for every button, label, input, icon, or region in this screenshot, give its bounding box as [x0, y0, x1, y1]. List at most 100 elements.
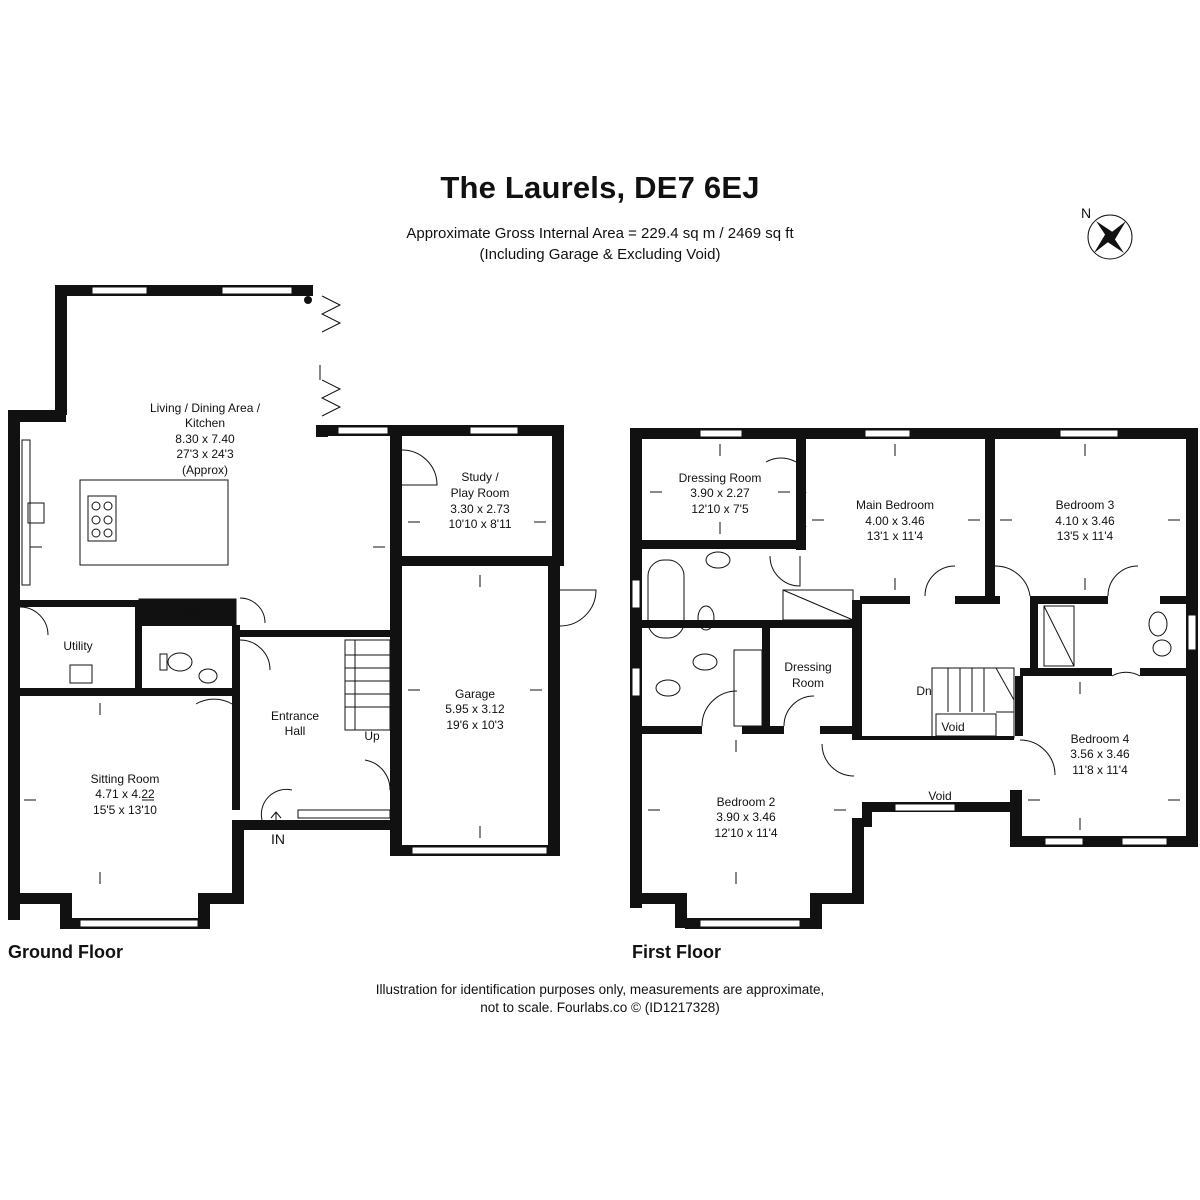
wall: [316, 425, 328, 437]
ground-floor-plan: Living / Dining Area / Kitchen 8.30 x 7.…: [8, 285, 597, 929]
gross-area-text: Approximate Gross Internal Area = 229.4 …: [406, 225, 794, 242]
bedroom3-imperial: 13'5 x 11'4: [1057, 529, 1114, 543]
post: [304, 296, 312, 304]
window: [469, 426, 519, 435]
door-swing: [19, 606, 49, 636]
wall: [1160, 596, 1196, 604]
area-note-text: (Including Garage & Excluding Void): [479, 246, 721, 263]
wall: [198, 893, 243, 904]
wall: [8, 410, 66, 422]
living-note: (Approx): [182, 463, 228, 477]
entrance-name-line2: Hall: [285, 724, 306, 738]
garage-name: Garage: [455, 687, 495, 701]
basin-icon: [705, 551, 731, 569]
wall: [1015, 676, 1023, 736]
door-swing: [783, 695, 815, 727]
ground-floor-label: Ground Floor: [8, 942, 123, 962]
bifold-door: [320, 295, 342, 333]
bedroom3-metric: 4.10 x 3.46: [1055, 514, 1115, 528]
pantry-shelf: [150, 600, 179, 613]
door-swing: [1107, 565, 1139, 597]
sitting-metric: 4.71 x 4.22: [95, 787, 155, 801]
door-swing: [924, 565, 956, 597]
window: [699, 919, 801, 928]
wall: [8, 893, 70, 904]
window: [79, 919, 199, 928]
toilet-icon: [655, 679, 681, 697]
wall: [642, 620, 766, 628]
door-swing: [260, 788, 293, 821]
dressing2-name-line1: Dressing: [784, 660, 831, 674]
wall: [860, 596, 910, 604]
wall: [630, 428, 1198, 439]
wall: [548, 556, 560, 856]
dressing2-name-line2: Room: [792, 676, 824, 690]
wall: [852, 600, 862, 740]
wall: [232, 625, 240, 810]
stairs-up-label: Up: [364, 729, 380, 743]
stair-void-label: Void: [941, 720, 964, 734]
living-imperial: 27'3 x 24'3: [176, 447, 234, 461]
wall: [8, 600, 20, 700]
living-name-line2: Kitchen: [185, 416, 225, 430]
living-metric: 8.30 x 7.40: [175, 432, 235, 446]
disclaimer-line2: not to scale. Fourlabs.co © (ID1217328): [480, 1000, 720, 1015]
wall: [552, 425, 564, 565]
disclaimer-line1: Illustration for identification purposes…: [375, 982, 825, 997]
bedroom2-imperial: 12'10 x 11'4: [714, 826, 777, 840]
dressing1-imperial: 12'10 x 7'5: [691, 502, 749, 516]
dressing1-name: Dressing Room: [679, 471, 762, 485]
pantry-label: Pantry: [174, 605, 209, 619]
window: [1187, 614, 1197, 651]
bifold-door: [320, 379, 342, 417]
first-floor-label: First Floor: [632, 942, 721, 962]
window: [699, 429, 743, 438]
study-metric: 3.30 x 2.73: [450, 502, 510, 516]
kitchen-island: [79, 479, 229, 566]
wall: [55, 285, 67, 415]
compass-rose-icon: N: [1081, 205, 1133, 260]
study-name-line1: Study /: [461, 470, 499, 484]
wall: [820, 893, 864, 904]
window: [221, 286, 293, 295]
entry-label: IN: [271, 831, 285, 847]
wall: [1030, 596, 1038, 676]
wall: [1030, 596, 1108, 604]
main-bedroom-name: Main Bedroom: [856, 498, 934, 512]
shower-icon: [782, 589, 854, 621]
staircase-icon: [931, 667, 1015, 739]
bedroom4-imperial: 11'8 x 11'4: [1072, 763, 1128, 777]
wall: [232, 820, 392, 830]
compass-north-label: N: [1081, 205, 1091, 221]
door-swing: [401, 449, 438, 486]
wall: [8, 410, 20, 600]
main-bedroom-imperial: 13'1 x 11'4: [867, 529, 924, 543]
window: [631, 579, 641, 609]
garage-metric: 5.95 x 3.12: [445, 702, 505, 716]
window: [1044, 837, 1084, 846]
wall: [796, 428, 806, 550]
window: [1121, 837, 1168, 846]
living-name-line1: Living / Dining Area /: [150, 401, 261, 415]
study-name-line2: Play Room: [451, 486, 510, 500]
utility-label: Utility: [63, 639, 92, 653]
door-swing: [1111, 671, 1141, 677]
window: [297, 809, 391, 819]
wall: [316, 425, 564, 436]
stairs-down-label: Dn: [916, 684, 931, 698]
staircase-icon: [344, 639, 391, 731]
wall: [402, 556, 564, 566]
garage-imperial: 19'6 x 10'3: [446, 718, 504, 732]
wall: [1140, 668, 1196, 676]
basin-icon: [198, 668, 218, 684]
utility-sink-icon: [69, 664, 93, 684]
wall: [630, 893, 685, 904]
wall: [232, 820, 244, 904]
wall: [742, 726, 784, 734]
wall: [240, 630, 395, 637]
wall: [20, 600, 140, 607]
wall: [985, 428, 995, 596]
hob-icon: [87, 495, 117, 542]
door-swing: [364, 759, 391, 791]
